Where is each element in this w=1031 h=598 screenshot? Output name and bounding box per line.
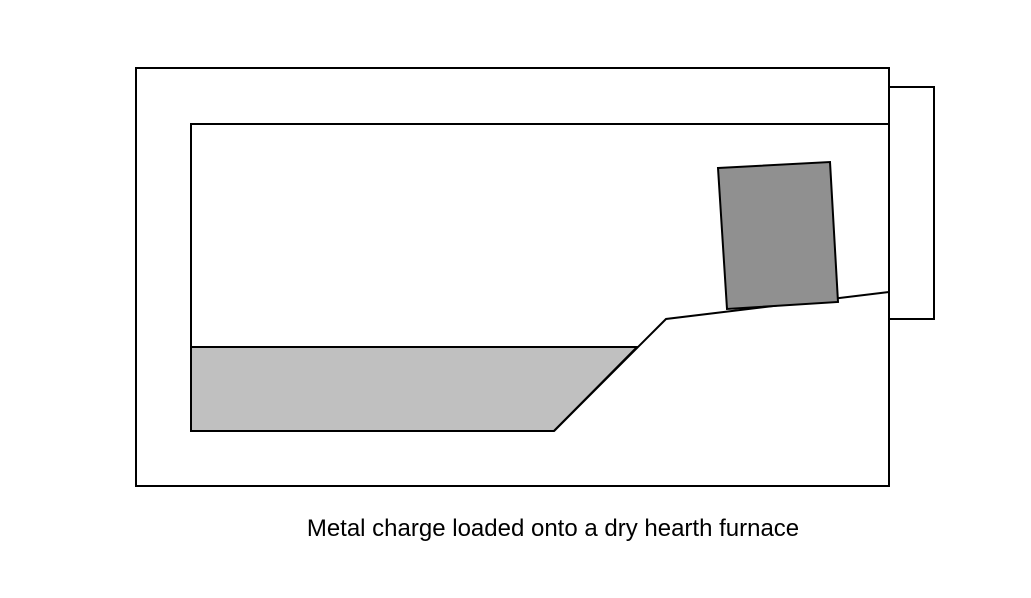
furnace-door <box>888 86 935 320</box>
molten-metal-bath <box>190 346 640 432</box>
metal-charge-block <box>716 160 840 311</box>
diagram-caption: Metal charge loaded onto a dry hearth fu… <box>306 515 800 542</box>
furnace-inner-chamber <box>190 123 889 431</box>
